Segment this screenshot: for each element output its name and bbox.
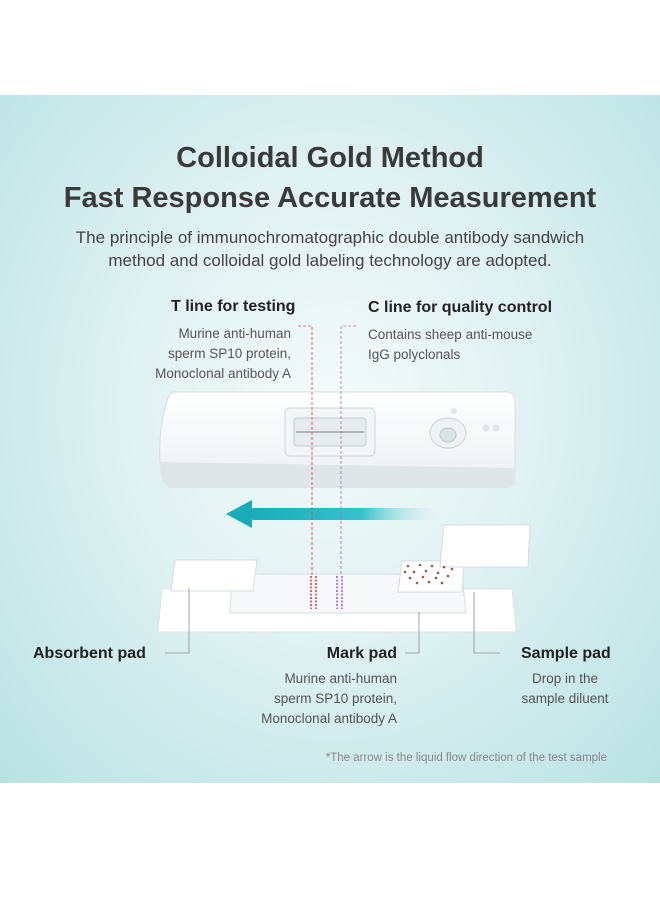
leader-lines — [165, 325, 500, 654]
intro-line-2: method and colloidal gold labeling techn… — [108, 251, 552, 270]
flow-footnote: *The arrow is the liquid flow direction … — [325, 752, 607, 764]
absorbent-pad-label: Absorbent pad — [33, 645, 146, 662]
strip-layers — [157, 524, 531, 633]
gold-particles — [403, 563, 454, 585]
intro-line-1: The principle of immunochromatographic d… — [75, 228, 585, 247]
mark-pad-label: Mark pad — [326, 645, 397, 662]
title-line-1: Colloidal Gold Method — [176, 142, 484, 174]
c-line-label: C line for quality control — [368, 299, 553, 316]
title-line-2: Fast Response Accurate Measurement — [63, 182, 597, 214]
sample-pad-label: Sample pad — [521, 645, 611, 662]
flow-direction-arrow — [226, 500, 438, 528]
c-line-mark — [336, 576, 343, 609]
test-cassette — [159, 391, 516, 488]
t-line-mark — [310, 576, 317, 609]
t-line-label: T line for testing — [171, 298, 296, 315]
